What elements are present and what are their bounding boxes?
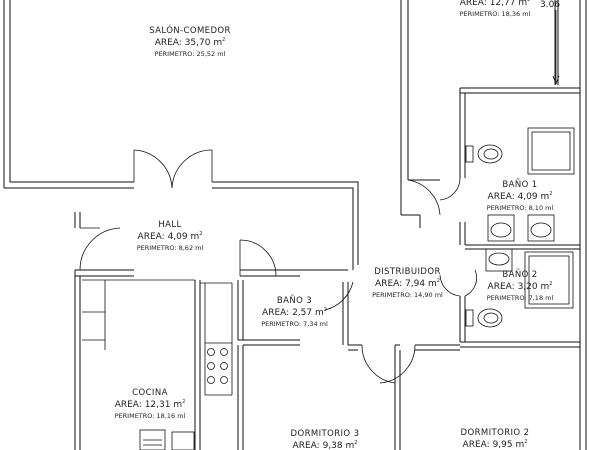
room-name: BAÑO 3 [276,296,313,306]
perimeter: PERIMETRO: 25,52 ml [154,49,226,58]
shower-icon [524,251,574,309]
perimeter: PERIMETRO: 18,16 ml [114,411,186,420]
bathtub-icon [527,127,575,175]
room-name: BAÑO 1 [502,180,538,190]
room-name: BAÑO 2 [502,270,538,280]
room-label-bano1: BAÑO 1 AREA: 4,09 m2 PERIMETRO: 8,10 ml [470,181,570,211]
room-label-dormitorio3: DORMITORIO 3 AREA: 9,38 m2 [270,430,380,450]
walls [3,0,587,450]
room-label-top: AREA: 12,77 m2 PERIMETRO: 18,36 ml [440,0,550,18]
perimeter: PERIMETRO: 7,18 ml [486,293,554,302]
room-label-dormitorio2: DORMITORIO 2 AREA: 9,95 m2 [440,429,550,450]
toilet-icon [465,144,503,164]
dimension-line [552,10,560,86]
room-name: COCINA [132,388,168,398]
room-label-distribuidor: DISTRIBUIDOR AREA: 7,94 m2 PERIMETRO: 14… [355,268,460,298]
perimeter: PERIMETRO: 7,34 ml [261,319,328,328]
sink-icon [527,214,555,242]
perimeter: PERIMETRO: 8,62 ml [136,243,204,252]
toilet-icon [465,308,503,328]
perimeter: PERIMETRO: 8,10 ml [486,203,554,212]
room-name: HALL [158,220,182,230]
room-name: DISTRIBUIDOR [374,267,441,277]
kitchen-counter [82,279,233,396]
room-label-bano2: BAÑO 2 AREA: 3,20 m2 PERIMETRO: 7,18 ml [470,271,570,301]
fixtures [82,10,575,450]
room-label-bano3: BAÑO 3 AREA: 2,57 m2 PERIMETRO: 7,34 ml [247,297,342,327]
room-name: SALÓN-COMEDOR [149,26,231,36]
perimeter: PERIMETRO: 14,90 ml [372,290,443,299]
room-name: DORMITORIO 2 [460,428,530,438]
room-label-hall: HALL AREA: 4,09 m2 PERIMETRO: 8,62 ml [120,221,220,251]
kitchen-sink-icon [139,429,195,450]
sink-icon [485,248,513,272]
perimeter: PERIMETRO: 18,36 ml [459,10,531,18]
room-label-cocina: COCINA AREA: 12,31 m2 PERIMETRO: 18,16 m… [95,389,205,419]
dimension-label: 3.06 [540,0,561,10]
stove-icon [207,348,228,384]
door-swings [79,149,477,384]
room-name: DORMITORIO 3 [290,429,360,439]
room-label-salon: SALÓN-COMEDOR AREA: 35,70 m2 PERIMETRO: … [135,27,245,57]
sink-icon [487,214,515,242]
